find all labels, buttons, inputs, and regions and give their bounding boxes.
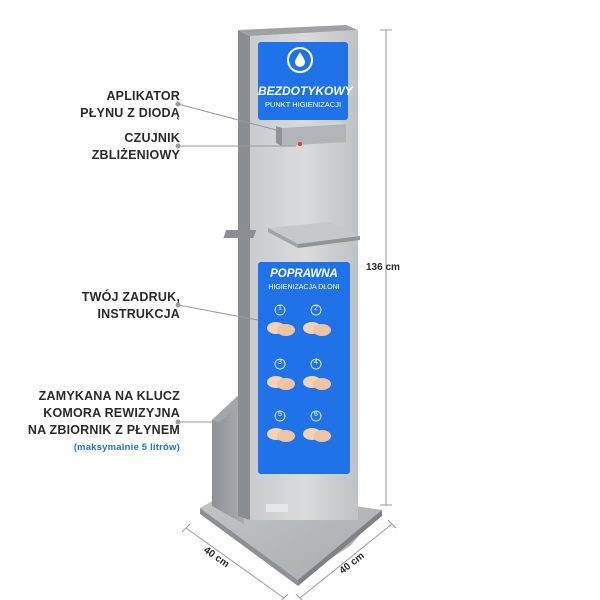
column-side bbox=[238, 30, 250, 520]
step-label-4: 4 bbox=[314, 359, 318, 366]
fluid-applicator bbox=[276, 122, 346, 146]
step-circle-1 bbox=[274, 304, 286, 316]
callout-chamber: ZAMYKANA NA KLUCZ KOMORA REWIZYJNA NA ZB… bbox=[28, 388, 180, 456]
hand-step-3-icon bbox=[267, 376, 295, 390]
proximity-sensor bbox=[223, 222, 360, 248]
step-label-6: 6 bbox=[314, 411, 318, 418]
instruction-sign bbox=[258, 262, 350, 474]
instruction-subtitle: HIGIENIZACJA DŁONI bbox=[268, 284, 340, 291]
callout-print: TWÓJ ZADRUK, INSTRUKCJA bbox=[81, 290, 180, 321]
logo-plate bbox=[266, 504, 288, 512]
callout-applicator: APLIKATOR PŁYNU Z DIODĄ bbox=[80, 89, 180, 120]
hand-step-6-icon bbox=[303, 428, 331, 442]
hand-step-2-icon bbox=[303, 322, 331, 336]
step-circles bbox=[274, 304, 322, 422]
step-label-2: 2 bbox=[314, 305, 318, 312]
water-drop-hand-icon bbox=[287, 47, 313, 73]
step-label-3: 3 bbox=[278, 359, 282, 366]
top-sign-title: BEZDOTYKOWY bbox=[258, 84, 353, 98]
step-circle-5 bbox=[274, 410, 286, 422]
hand-step-4-icon bbox=[303, 376, 331, 390]
instruction-title: POPRAWNA bbox=[270, 268, 338, 280]
hand-wash-step-icons bbox=[267, 322, 331, 442]
step-circle-4 bbox=[310, 358, 322, 370]
step-label-1: 1 bbox=[278, 305, 282, 312]
dimension-lines bbox=[181, 29, 397, 600]
top-sign-subtitle: PUNKT HIGIENIZACJI bbox=[264, 100, 342, 109]
callout-lines bbox=[175, 101, 296, 425]
callout-sensor: CZUJNIK ZBLIŻENIOWY bbox=[91, 131, 180, 162]
step-circle-3 bbox=[274, 358, 286, 370]
capacity-note: (maksymalnie 5 litrów) bbox=[73, 442, 180, 453]
step-label-5: 5 bbox=[278, 411, 282, 418]
step-circle-2 bbox=[310, 304, 322, 316]
step-circle-6 bbox=[310, 410, 322, 422]
top-sign bbox=[258, 42, 348, 120]
height-dimension: 136 cm bbox=[366, 262, 400, 273]
hand-step-1-icon bbox=[267, 322, 295, 336]
hand-step-5-icon bbox=[267, 428, 295, 442]
